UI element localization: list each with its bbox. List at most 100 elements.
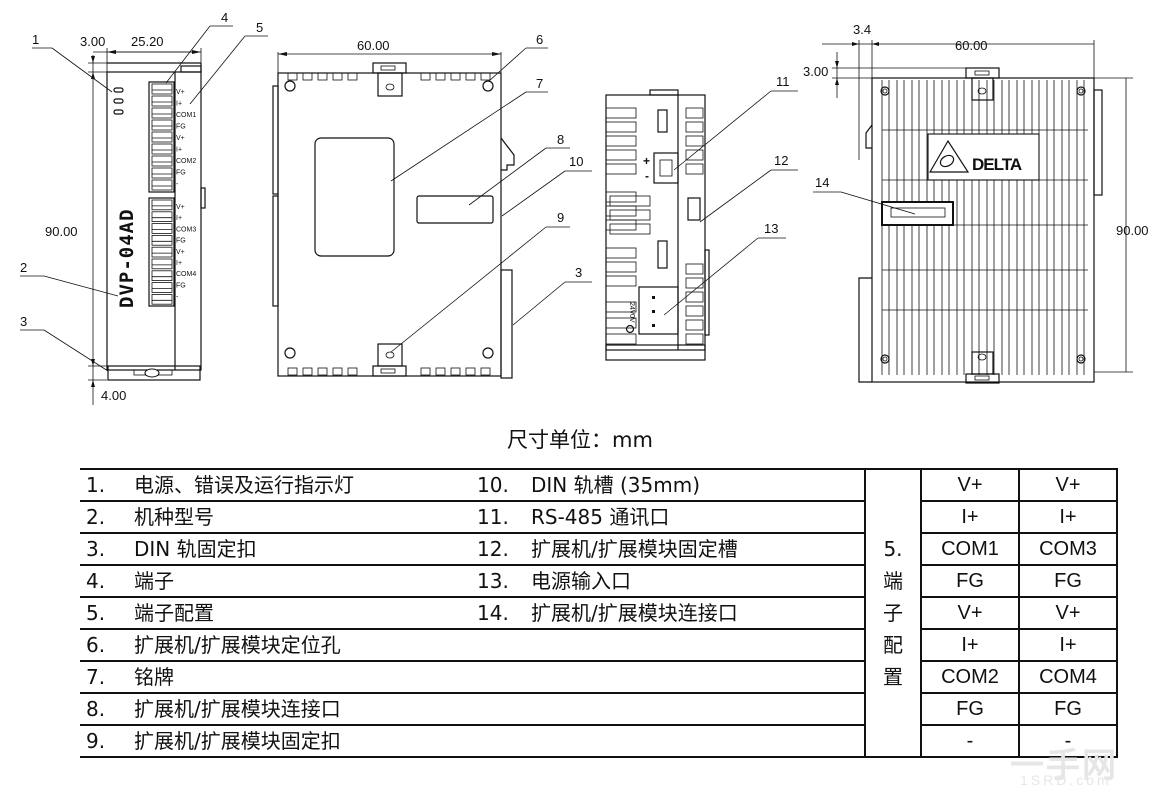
terminal-label: I+: [176, 147, 182, 154]
terminal-config-title-char: 端: [883, 569, 903, 593]
terminal-pin: [151, 143, 173, 155]
callout-7: 7: [536, 76, 543, 91]
side-view: 60.00: [272, 38, 515, 379]
terminal-config-cell: -: [1019, 724, 1118, 758]
terminal-pin: [151, 293, 173, 305]
legend-item-number: 5.: [80, 596, 134, 630]
legend-item-text: 端子: [134, 564, 477, 598]
callouts: 1 2 3 4 5 6 7 8 10 9 3 11 12 13 14: [20, 10, 916, 372]
legend-item-number: 10.: [477, 468, 531, 502]
terminal-pin: [151, 282, 173, 293]
legend-item-text: 机种型号: [134, 500, 477, 534]
terminal-label: FG: [176, 124, 186, 131]
back-view: + - 24V 0V: [605, 89, 710, 361]
callout-10: 10: [569, 154, 583, 169]
terminal-label: COM3: [176, 226, 196, 233]
terminal-block-2: [148, 197, 175, 307]
legend-item-number: 2.: [80, 500, 134, 534]
legend-item-text: [531, 660, 866, 694]
legend-row: 9.扩展机/扩展模块固定扣--: [80, 724, 1118, 758]
terminal-config-cell: I+: [921, 628, 1020, 662]
terminal-config-cell: COM2: [921, 660, 1020, 694]
delta-logo-icon: [928, 139, 970, 173]
dim-rear-offset-x: 3.4: [853, 22, 871, 37]
callout-13: 13: [764, 221, 778, 236]
terminal-label: -: [176, 181, 179, 188]
legend-item-text: [531, 628, 866, 662]
terminal-config-cell: FG: [1019, 564, 1118, 598]
terminal-pin: [151, 107, 173, 119]
callout-12: 12: [774, 153, 788, 168]
terminal-label: FG: [176, 238, 186, 245]
terminal-pin: [151, 270, 173, 281]
rear-expansion-connector: [881, 201, 954, 226]
legend-item-text: 电源、错误及运行指示灯: [134, 468, 477, 502]
legend-item-number: 12.: [477, 532, 531, 566]
rear-view: DELTA 3.4 60.00 3.00 90.00: [803, 22, 1149, 384]
legend-item-number: 4.: [80, 564, 134, 598]
terminal-config-cell: COM4: [1019, 660, 1118, 694]
brand-logo-text: DELTA: [972, 155, 1022, 174]
ground-symbol-icon: [625, 324, 635, 334]
delta-logo-plate: [927, 133, 1040, 181]
din-clip: [107, 365, 201, 381]
terminal-label: V+: [176, 135, 185, 142]
nameplate: [314, 137, 395, 257]
legend-item-number: 11.: [477, 500, 531, 534]
rear-housing: [871, 77, 1095, 383]
locating-hole: [284, 80, 296, 92]
dim-front-height: 90.00: [45, 224, 78, 239]
callout-2: 2: [20, 260, 27, 275]
terminal-config-cell: FG: [921, 692, 1020, 726]
legend-item-number: [477, 628, 531, 662]
terminal-label: COM2: [176, 158, 196, 165]
callout-4: 4: [221, 10, 228, 25]
callout-5: 5: [256, 20, 263, 35]
callout-3: 3: [20, 314, 27, 329]
terminal-label: -: [176, 294, 179, 301]
legend-item-text: 扩展机/扩展模块连接口: [531, 596, 866, 630]
dim-front-width: 25.20: [131, 34, 164, 49]
callout-3b: 3: [575, 265, 582, 280]
terminal-config-title-char: 配: [883, 633, 903, 657]
dim-rear-height: 90.00: [1116, 223, 1149, 238]
terminal-pin: [151, 179, 173, 191]
legend-item-text: 铭牌: [134, 660, 477, 694]
fixing-slot: [687, 197, 701, 221]
locating-hole: [482, 80, 494, 92]
terminal-label: V+: [176, 204, 185, 211]
terminal-config-title-char: 子: [883, 601, 903, 625]
callout-6: 6: [536, 32, 543, 47]
terminal-pin: [151, 83, 173, 95]
terminal-label: FG: [176, 282, 186, 289]
legend-item-number: 9.: [80, 724, 134, 758]
legend-item-number: 13.: [477, 564, 531, 598]
legend-item-text: 扩展机/扩展模块连接口: [134, 692, 477, 726]
callout-9: 9: [557, 210, 564, 225]
terminal-config-cell: -: [921, 724, 1020, 758]
terminal-config-cell: I+: [921, 500, 1020, 534]
terminal-pin: [151, 119, 173, 131]
din-rail-clip: [500, 269, 513, 379]
terminal-config-cell: V+: [1019, 468, 1118, 502]
terminal-config-cell: COM3: [1019, 532, 1118, 566]
legend-item-text: DIN 轨槽 (35mm): [531, 468, 866, 502]
indicator-leds: [113, 87, 124, 115]
terminal-label: V+: [176, 249, 185, 256]
dim-front-bottom-offset: 4.00: [101, 388, 126, 403]
terminal-label: I+: [176, 260, 182, 267]
dim-rear-top-offset: 3.00: [803, 64, 828, 79]
rs485-plus: +: [643, 154, 650, 168]
legend-item-number: 3.: [80, 532, 134, 566]
terminal-pin: [151, 211, 173, 223]
legend-item-text: 扩展机/扩展模块固定槽: [531, 532, 866, 566]
